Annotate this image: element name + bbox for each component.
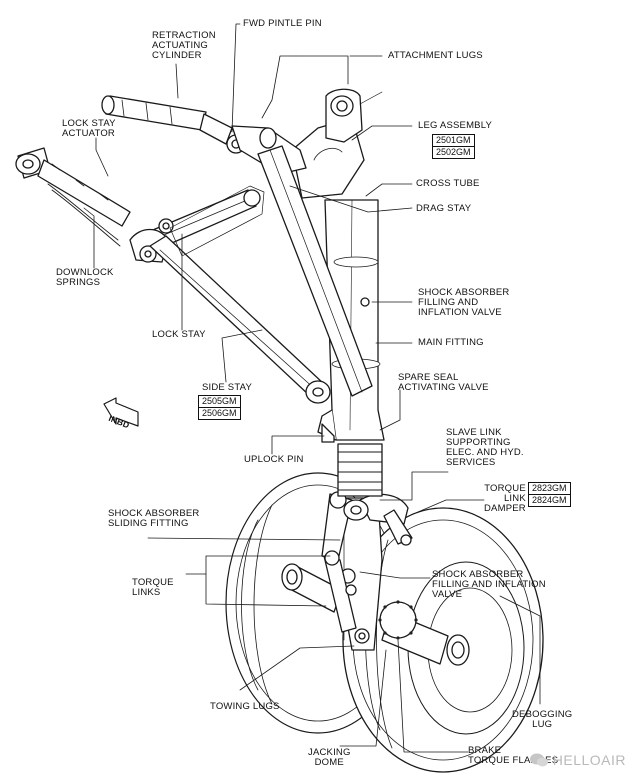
label-uplock-pin: UPLOCK PIN <box>244 454 304 465</box>
ref-side-stay-2: 2506GM <box>199 407 240 419</box>
ref-box-leg-assembly: 2501GM 2502GM <box>432 134 475 159</box>
drag-stay <box>257 145 373 397</box>
attachment-lugs <box>291 88 383 199</box>
label-side-stay: SIDE STAY <box>202 382 253 393</box>
label-retraction-actuating-cylinder: RETRACTION ACTUATING CYLINDER <box>152 30 216 61</box>
label-slave-link: SLAVE LINK SUPPORTING ELEC. AND HYD. SER… <box>446 427 524 468</box>
watermark-text: HELLOAIR <box>552 752 626 768</box>
label-spare-seal-activating-valve: SPARE SEAL ACTIVATING VALVE <box>398 372 489 393</box>
watermark: HELLOAIR <box>529 752 626 768</box>
label-towing-lugs: TOWING LUGS <box>210 701 280 712</box>
label-lock-stay: LOCK STAY <box>152 329 206 340</box>
label-shock-absorber-filling-valve-lower: SHOCK ABSORBER FILLING AND INFLATION VAL… <box>432 569 546 600</box>
label-jacking-dome: JACKING DOME <box>308 747 351 768</box>
inbd-arrow <box>103 397 139 427</box>
label-torque-links: TORQUE LINKS <box>132 577 174 598</box>
label-shock-absorber-filling-valve-upper: SHOCK ABSORBER FILLING AND INFLATION VAL… <box>418 287 510 318</box>
label-lock-stay-actuator: LOCK STAY ACTUATOR <box>62 118 116 139</box>
ref-torque-link-damper-2: 2824GM <box>529 494 570 506</box>
ref-leg-assembly-2: 2502GM <box>433 146 474 158</box>
ref-torque-link-damper-1: 2823GM <box>532 483 567 493</box>
label-downlock-springs: DOWNLOCK SPRINGS <box>56 267 114 288</box>
downlock-springs <box>47 183 121 247</box>
ref-box-side-stay: 2505GM 2506GM <box>198 395 241 420</box>
label-cross-tube: CROSS TUBE <box>416 178 480 189</box>
leader-lines <box>83 23 541 753</box>
flange-bolts <box>378 600 418 640</box>
axle <box>281 563 470 666</box>
retraction-cylinder <box>101 95 246 154</box>
ref-leg-assembly-1: 2501GM <box>436 135 471 145</box>
label-debogging-lug: DEBOGGING LUG <box>512 709 573 730</box>
label-attachment-lugs: ATTACHMENT LUGS <box>388 50 483 61</box>
label-drag-stay: DRAG STAY <box>416 203 472 214</box>
label-torque-link-damper: TORQUE LINK DAMPER <box>484 483 526 514</box>
label-shock-absorber-sliding-fitting: SHOCK ABSORBER SLIDING FITTING <box>108 508 200 529</box>
torque-links <box>321 491 413 633</box>
shock-strut <box>337 443 383 497</box>
chat-bubble-icon <box>529 753 548 767</box>
label-leg-assembly: LEG ASSEMBLY <box>418 120 493 131</box>
ref-box-torque-link-damper: 2823GM 2824GM <box>528 482 571 507</box>
label-fwd-pintle-pin: FWD PINTLE PIN <box>243 18 322 29</box>
label-main-fitting: MAIN FITTING <box>418 337 484 348</box>
lock-stay-actuator <box>15 147 131 227</box>
side-stay <box>149 185 331 404</box>
ref-side-stay-1: 2505GM <box>202 396 237 406</box>
